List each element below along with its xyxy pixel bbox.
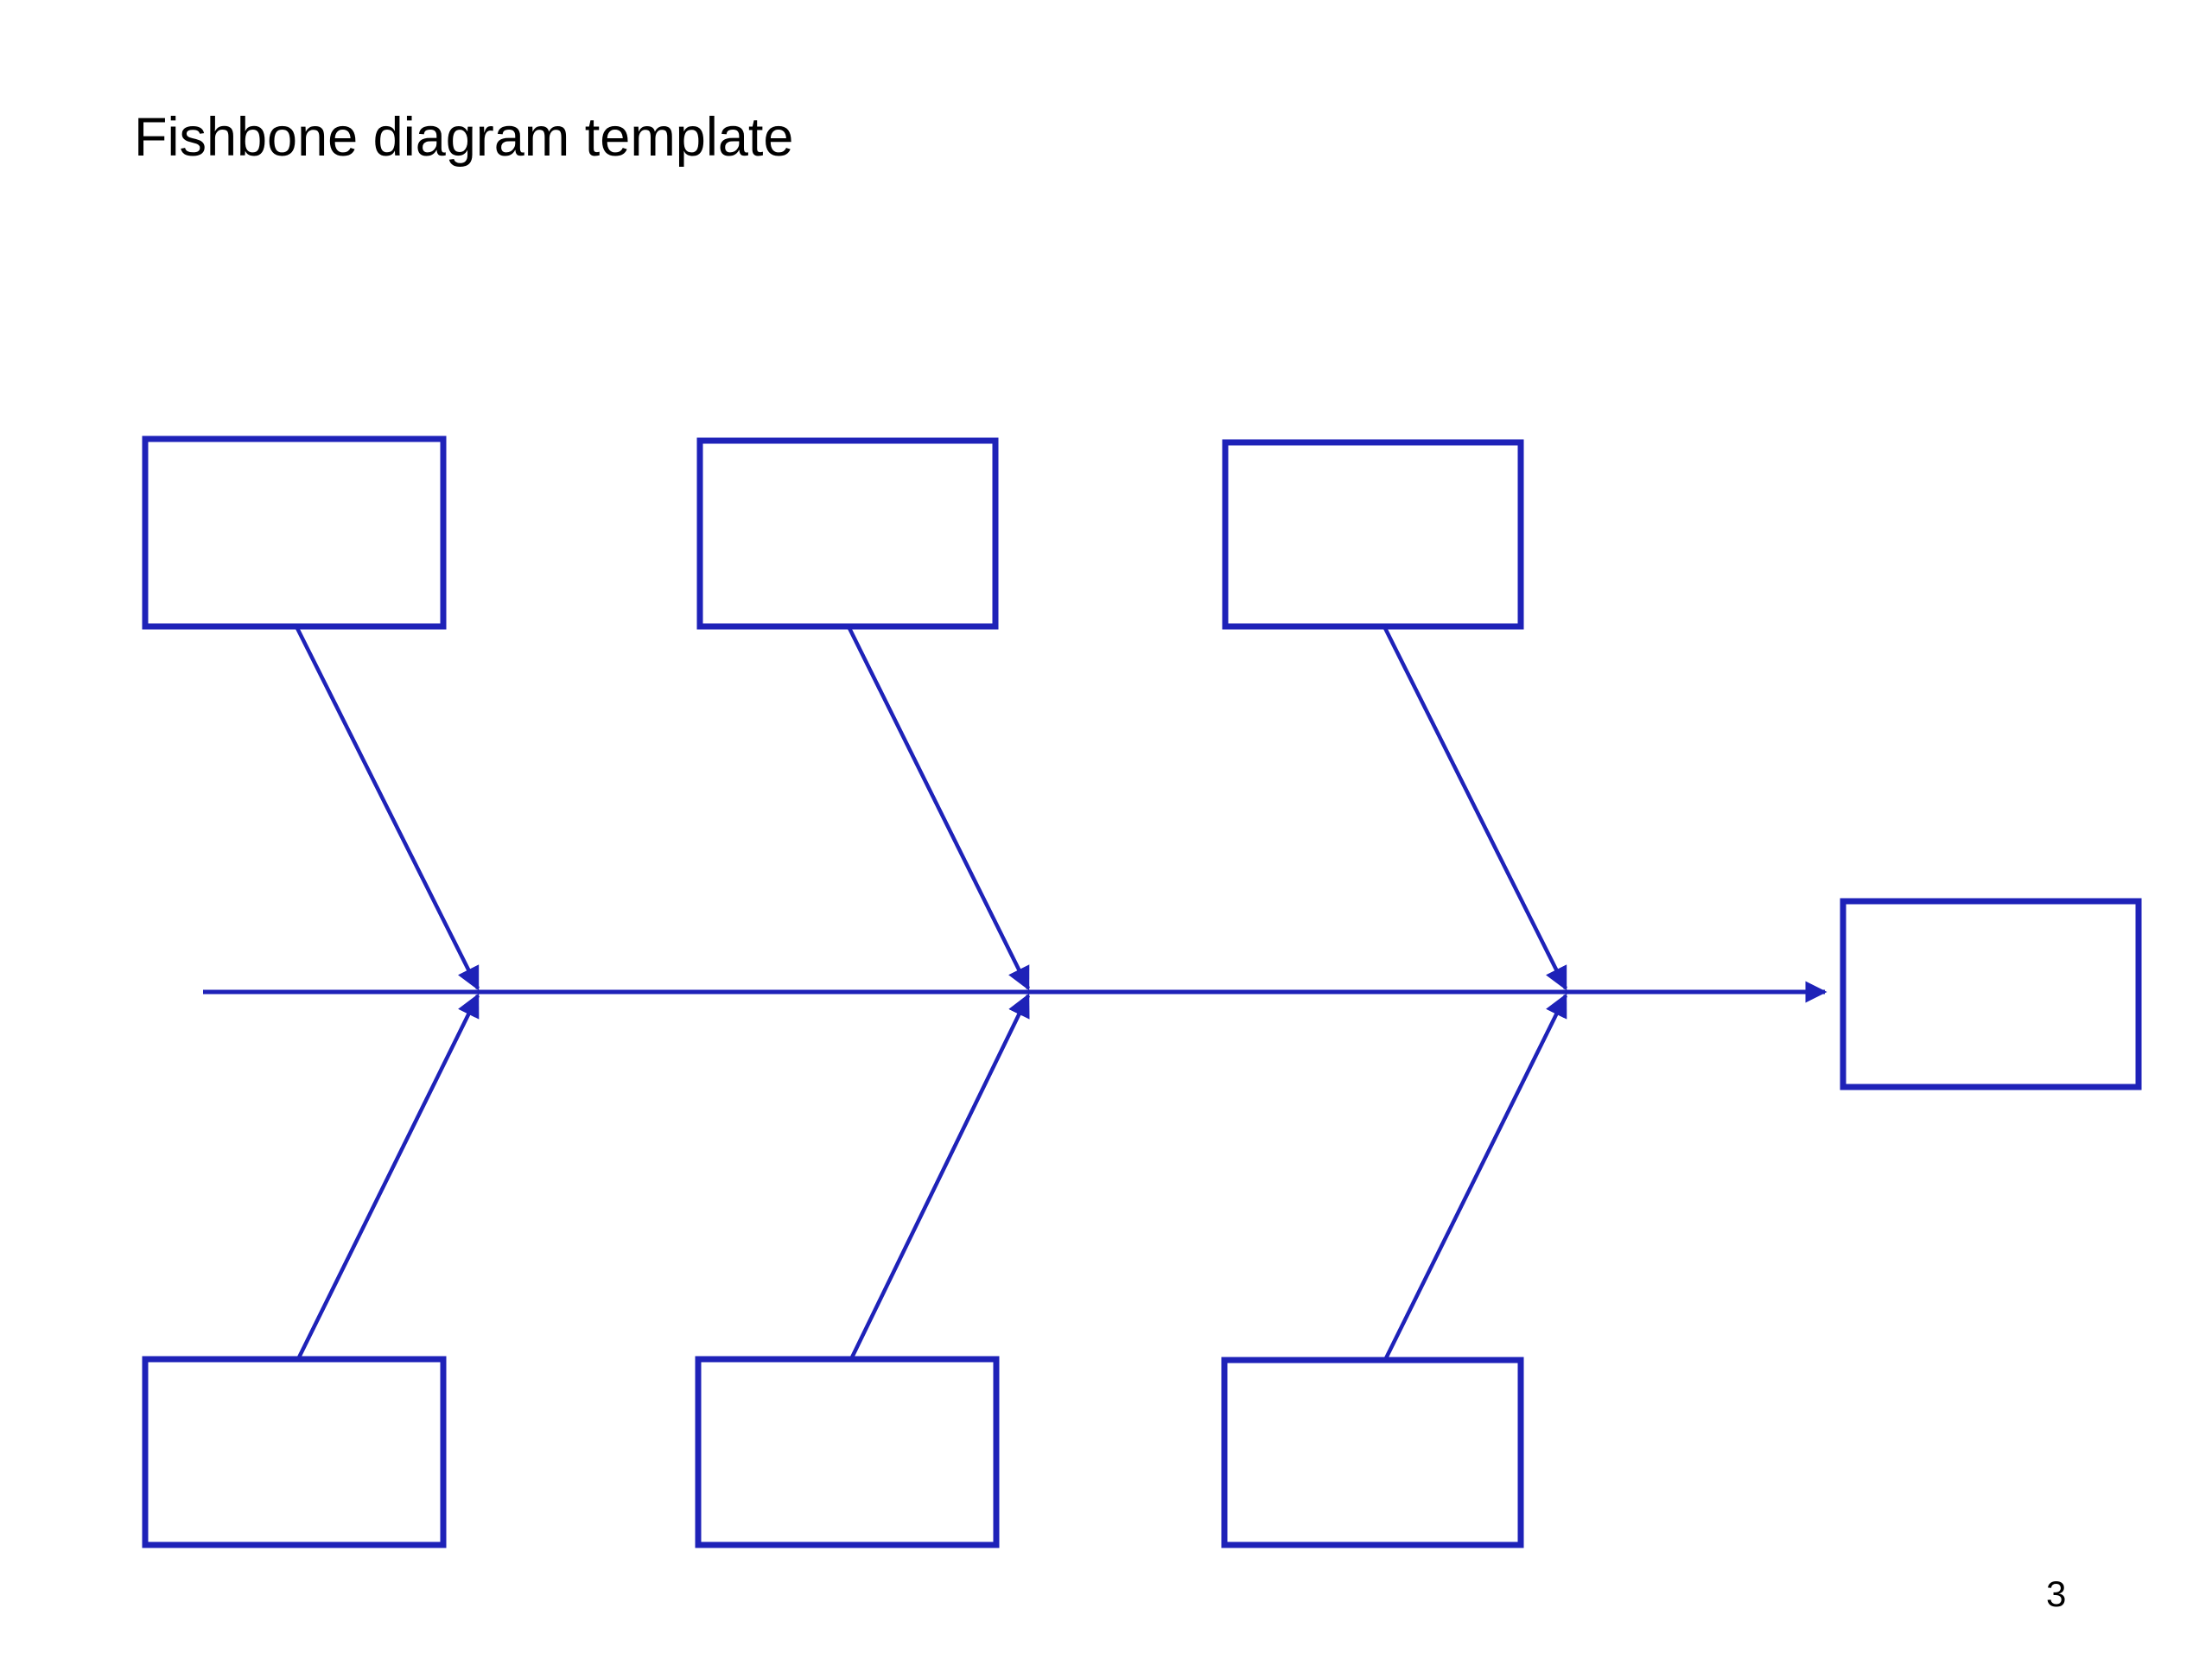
diagram-shapes	[142, 435, 2142, 1548]
bone-bottom-1	[296, 993, 480, 1360]
page-title: Fishbone diagram template	[134, 107, 794, 168]
cause-box-bottom-1	[142, 1356, 447, 1548]
cause-box-top-1	[142, 435, 447, 630]
bone-bottom-3	[1382, 993, 1568, 1361]
cause-box-bottom-2	[695, 1356, 1000, 1548]
page-number: 3	[2046, 1573, 2067, 1614]
cause-box-bottom-3	[1221, 1357, 1524, 1548]
cause-box-top-2	[696, 437, 999, 630]
cause-box-top-3	[1222, 439, 1524, 630]
cause-boxes	[142, 435, 2142, 1548]
bone-lines	[294, 625, 1568, 1361]
bone-top-1	[294, 625, 480, 991]
bone-top-2	[846, 625, 1031, 991]
effect-box	[1840, 898, 2142, 1090]
bone-top-3	[1382, 625, 1568, 991]
bone-bottom-2	[849, 993, 1031, 1360]
